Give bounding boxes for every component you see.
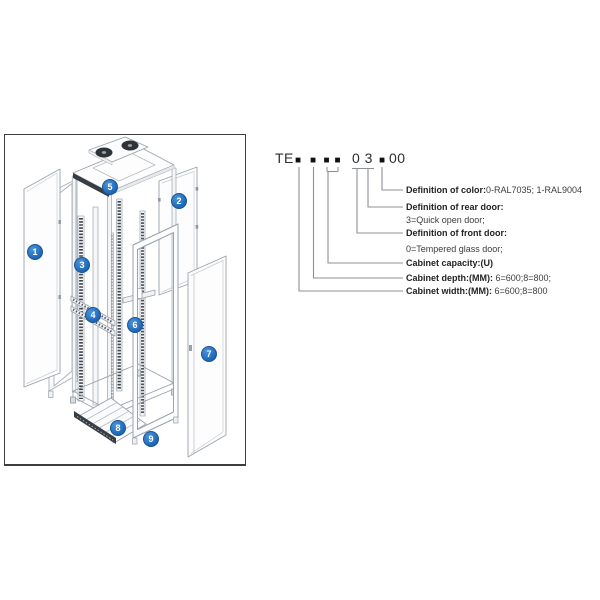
model-code-doors: 0 3	[352, 150, 373, 166]
legend-title: Definition of front door:	[406, 228, 507, 238]
legend-value: 0=Tempered glass door;	[406, 244, 503, 254]
cabinet-diagram-panel: 1 2 3 4 5 6 7 8 9	[4, 134, 246, 466]
legend-row-rear-door-option: 3=Quick open door;	[406, 215, 485, 225]
legend-row-capacity: Cabinet capacity:(U)	[406, 258, 493, 268]
frame-post	[92, 206, 99, 406]
model-code-square-color: ■	[379, 155, 386, 166]
legend-title: Definition of color:	[406, 185, 486, 195]
legend-value: 0-RAL7035; 1-RAL9004	[486, 185, 583, 195]
legend-row-front-door-option: 0=Tempered glass door;	[406, 244, 503, 254]
model-code-square-capacity-1: ■	[323, 155, 330, 166]
part-badge-8: 8	[110, 420, 126, 436]
legend-row-width: Cabinet width:(MM): 6=600;8=800	[406, 286, 548, 296]
part-badge-1: 1	[27, 244, 43, 260]
legend-value: 6=600;8=800	[491, 286, 548, 296]
legend-title: Cabinet width:(MM):	[406, 286, 492, 296]
legend-row-rear-door: Definition of rear door:	[406, 202, 504, 212]
part-badge-6: 6	[127, 317, 143, 333]
fan-icon	[121, 140, 139, 151]
legend-value: 6=600;8=800;	[492, 273, 552, 283]
cabinet-exploded-drawing	[23, 136, 227, 458]
legend-value: 3=Quick open door;	[406, 215, 485, 225]
legend-title: Cabinet depth:(MM):	[406, 273, 493, 283]
fan-icon	[95, 147, 113, 158]
legend-title: Cabinet capacity:(U)	[406, 258, 494, 268]
fan-tray	[88, 136, 149, 166]
part-badge-5: 5	[102, 179, 118, 195]
part-badge-2: 2	[171, 193, 187, 209]
legend-row-color: Definition of color:0-RAL7035; 1-RAL9004	[406, 185, 582, 195]
front-door-frame	[132, 223, 179, 445]
model-code-square-capacity-2: ■	[334, 155, 341, 166]
middle-cross-slat	[122, 288, 156, 304]
left-side-panel	[23, 168, 61, 388]
part-badge-9: 9	[143, 431, 159, 447]
legend-row-depth: Cabinet depth:(MM): 6=600;8=800;	[406, 273, 551, 283]
model-code-prefix: TE	[275, 150, 294, 166]
legend-row-front-door: Definition of front door:	[406, 228, 507, 238]
part-badge-4: 4	[85, 307, 101, 323]
part-badge-7: 7	[201, 346, 217, 362]
model-code-square-depth: ■	[310, 155, 317, 166]
model-code-square-width: ■	[295, 155, 302, 166]
model-code-suffix: 00	[389, 150, 406, 166]
legend-title: Definition of rear door:	[406, 202, 504, 212]
part-badge-3: 3	[74, 257, 90, 273]
